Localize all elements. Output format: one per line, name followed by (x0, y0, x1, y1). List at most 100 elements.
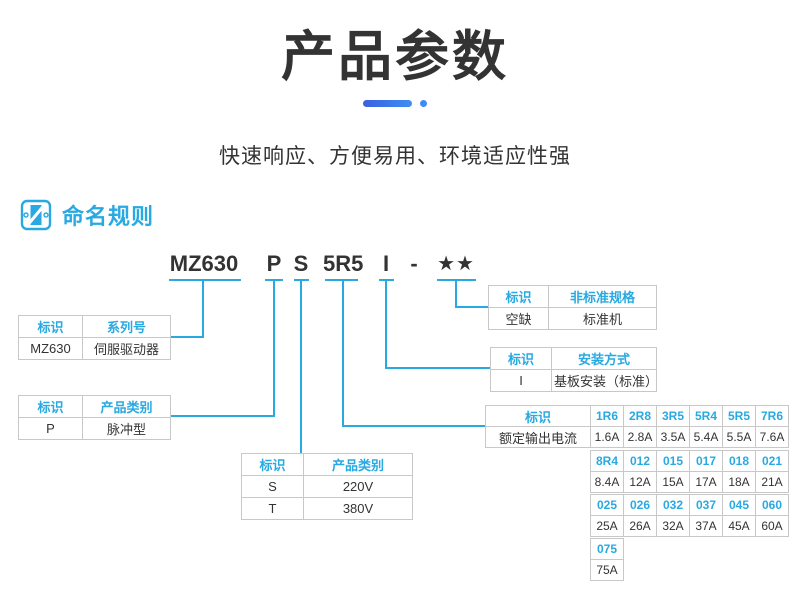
table-row: T 380V (241, 497, 413, 520)
table-row: 75A (590, 559, 624, 581)
current-value-cell: 75A (590, 559, 624, 581)
page-title: 产品参数 (281, 27, 509, 87)
connector-mounting-horizontal (386, 367, 490, 369)
connector-voltage-vertical (300, 279, 302, 453)
page-subtitle: 快速响应、方便易用、环境适应性强 (219, 145, 571, 168)
table-row: S 220V (241, 475, 413, 498)
current-value-cell: 37A (689, 515, 723, 537)
table-row: 075 (590, 538, 624, 560)
current-code-cell: 5R5 (722, 405, 756, 427)
current-code-cell: 3R5 (656, 405, 690, 427)
model-segment-current: 5R5 (323, 251, 364, 276)
section-title-naming-rules: 命名规则 (62, 204, 155, 229)
nonstandard-table: 标识 非标准规格 空缺 标准机 (488, 285, 657, 330)
current-code-cell: 7R6 (755, 405, 789, 427)
current-value-cell: 15A (656, 471, 690, 493)
current-code-cell: 5R4 (689, 405, 723, 427)
title-underline-dot (420, 100, 427, 107)
voltage-table-cell-code: S (241, 475, 304, 498)
model-segment-mounting: I (382, 251, 390, 276)
connector-nonstandard-vertical (455, 279, 457, 308)
mounting-table-header-name: 安装方式 (551, 347, 657, 370)
nonstandard-table-header-name: 非标准规格 (548, 285, 657, 308)
nonstandard-table-header-id: 标识 (488, 285, 549, 308)
current-code-cell: 045 (722, 494, 756, 516)
table-row: P 脉冲型 (18, 417, 171, 440)
current-code-cell: 075 (590, 538, 624, 560)
current-value-cell: 18A (722, 471, 756, 493)
current-code-cell: 8R4 (590, 450, 624, 472)
current-value-cell: 5.5A (722, 426, 756, 448)
voltage-table-cell-value: 380V (303, 497, 413, 520)
current-value-cell: 25A (590, 515, 624, 537)
mounting-table-cell-value: 基板安装（标准） (551, 369, 657, 392)
current-code-cell: 012 (623, 450, 657, 472)
table-row: 8R4 012 015 017 018 021 (590, 450, 789, 472)
model-segment-nonstandard: ★★ (437, 253, 475, 275)
series-table-header-name: 系列号 (82, 315, 171, 338)
current-value-cell: 5.4A (689, 426, 723, 448)
current-value-cell: 1.6A (590, 426, 624, 448)
current-code-cell: 060 (755, 494, 789, 516)
table-row: 额定输出电流 1.6A 2.8A 3.5A 5.4A 5.5A 7.6A (485, 426, 789, 448)
current-code-cell: 037 (689, 494, 723, 516)
current-code-cell: 025 (590, 494, 624, 516)
table-row: 8.4A 12A 15A 17A 18A 21A (590, 471, 789, 493)
current-value-cell: 17A (689, 471, 723, 493)
current-value-cell: 2.8A (623, 426, 657, 448)
current-value-cell: 8.4A (590, 471, 624, 493)
connector-current-vertical (342, 279, 344, 427)
nonstandard-table-cell-code: 空缺 (488, 307, 549, 330)
current-table-group-4: 075 75A (590, 538, 624, 581)
connector-current-horizontal (343, 425, 485, 427)
current-value-cell: 60A (755, 515, 789, 537)
table-row: 空缺 标准机 (488, 307, 657, 330)
connector-type-horizontal (170, 415, 275, 417)
product-type-table-header-id: 标识 (18, 395, 83, 418)
title-underline-dash (363, 100, 412, 107)
series-table: 标识 系列号 MZ630 伺服驱动器 (18, 315, 171, 360)
current-code-cell: 021 (755, 450, 789, 472)
current-value-cell: 26A (623, 515, 657, 537)
product-type-table-cell-value: 脉冲型 (82, 417, 171, 440)
mounting-table: 标识 安装方式 I 基板安装（标准） (490, 347, 657, 392)
table-row: 25A 26A 32A 37A 45A 60A (590, 515, 789, 537)
series-table-cell-value: 伺服驱动器 (82, 337, 171, 360)
current-code-cell: 1R6 (590, 405, 624, 427)
current-table-group-1: 标识 1R6 2R8 3R5 5R4 5R5 7R6 额定输出电流 1.6A 2… (485, 405, 789, 448)
current-table-header-id: 标识 (485, 405, 591, 427)
product-type-table: 标识 产品类别 P 脉冲型 (18, 395, 171, 440)
connector-mounting-vertical (385, 279, 387, 369)
mounting-table-cell-code: I (490, 369, 552, 392)
current-code-cell: 018 (722, 450, 756, 472)
model-segment-type: P (266, 251, 282, 276)
current-value-cell: 32A (656, 515, 690, 537)
current-value-cell: 7.6A (755, 426, 789, 448)
table-row: 025 026 032 037 045 060 (590, 494, 789, 516)
voltage-table-cell-code: T (241, 497, 304, 520)
model-segment-voltage: S (293, 251, 309, 276)
mounting-table-header-id: 标识 (490, 347, 552, 370)
current-value-cell: 3.5A (656, 426, 690, 448)
model-segment-hyphen: - (410, 251, 418, 276)
underline-current (325, 279, 358, 281)
connector-type-vertical (273, 279, 275, 417)
underline-series (169, 279, 241, 281)
current-value-cell: 21A (755, 471, 789, 493)
series-table-cell-code: MZ630 (18, 337, 83, 360)
voltage-table-header-id: 标识 (241, 453, 304, 476)
current-value-cell: 12A (623, 471, 657, 493)
current-code-cell: 015 (656, 450, 690, 472)
current-code-cell: 2R8 (623, 405, 657, 427)
current-code-cell: 032 (656, 494, 690, 516)
voltage-table-header-name: 产品类别 (303, 453, 413, 476)
current-table-row-label: 额定输出电流 (485, 426, 591, 448)
current-code-cell: 026 (623, 494, 657, 516)
nonstandard-table-cell-value: 标准机 (548, 307, 657, 330)
connector-series-vertical (202, 279, 204, 338)
connector-series-horizontal (170, 336, 204, 338)
series-table-header-id: 标识 (18, 315, 83, 338)
current-table-group-3: 025 026 032 037 045 060 25A 26A 32A 37A … (590, 494, 789, 537)
current-value-cell: 45A (722, 515, 756, 537)
